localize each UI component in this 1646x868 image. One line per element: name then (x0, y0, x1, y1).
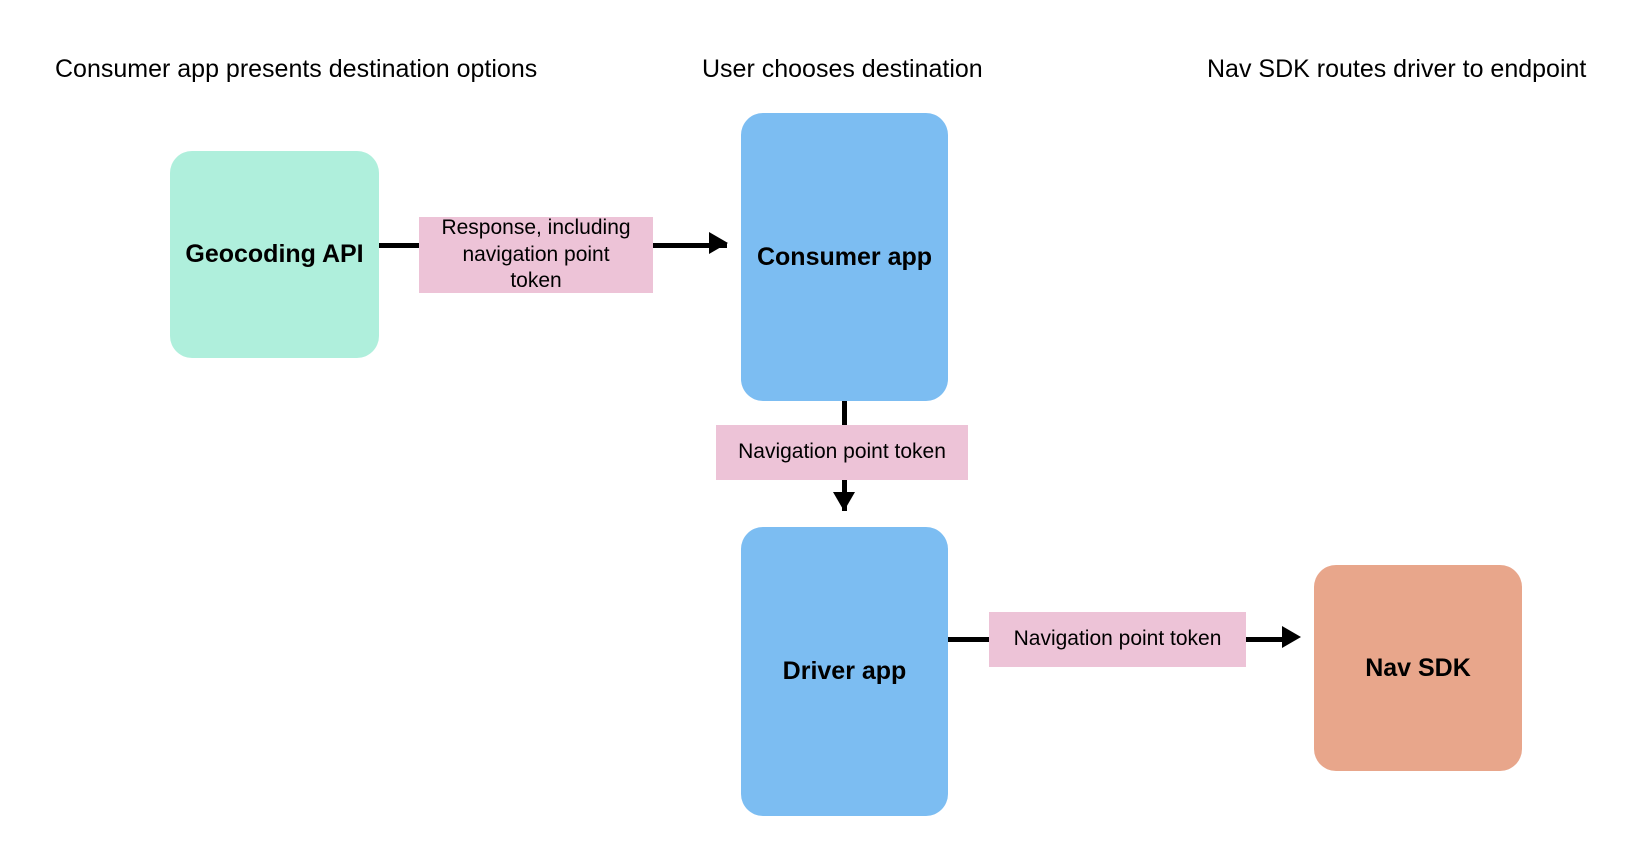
node-driver-app[interactable]: Driver app (741, 527, 948, 816)
column-heading-user: User chooses destination (702, 55, 983, 83)
node-nav-sdk[interactable]: Nav SDK (1314, 565, 1522, 771)
arrowhead-consumer-to-driver-icon (833, 492, 855, 511)
edge-label-navigation-point-token-driver-navsdk: Navigation point token (989, 612, 1246, 667)
edge-label-response-navigation-point-token: Response, including navigation point tok… (419, 216, 653, 293)
edge-label-navigation-point-token-consumer-driver: Navigation point token (716, 425, 968, 480)
column-heading-nav-sdk: Nav SDK routes driver to endpoint (1207, 55, 1587, 83)
node-nav-sdk-label: Nav SDK (1365, 653, 1471, 682)
node-geocoding-api[interactable]: Geocoding API (170, 151, 379, 358)
column-heading-consumer: Consumer app presents destination option… (55, 55, 538, 83)
node-driver-app-label: Driver app (782, 657, 907, 685)
node-consumer-app[interactable]: Consumer app (741, 113, 948, 401)
node-consumer-app-label: Consumer app (756, 242, 933, 271)
arrowhead-geocoding-to-consumer-icon (709, 232, 728, 254)
node-geocoding-api-label: Geocoding API (185, 240, 364, 268)
arrowhead-driver-to-nav-sdk-icon (1282, 626, 1301, 648)
